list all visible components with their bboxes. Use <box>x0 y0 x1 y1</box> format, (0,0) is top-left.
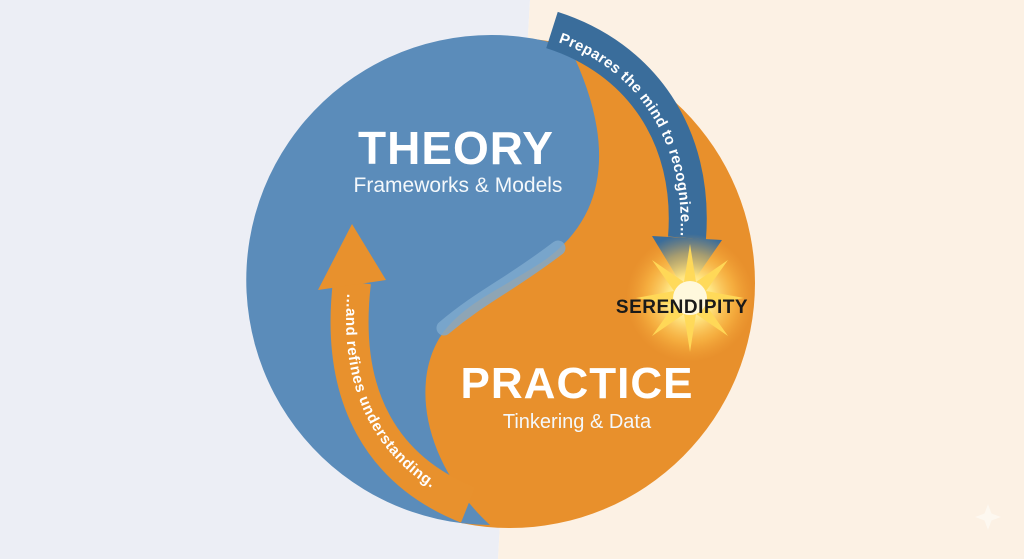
practice-title: PRACTICE <box>461 359 694 408</box>
arrow-to-serendipity-shaft <box>545 11 707 240</box>
burst-core <box>673 281 707 315</box>
practice-subtitle: Tinkering & Data <box>503 411 652 433</box>
logo-sparkle-icon <box>975 504 1001 530</box>
boundary-highlight <box>436 240 566 336</box>
arrow-to-theory-head <box>318 224 386 290</box>
theory-half <box>246 35 600 526</box>
serendipity-burst: SERENDIPITY <box>616 234 754 362</box>
theory-title: THEORY <box>358 122 554 174</box>
serendipity-label: SERENDIPITY <box>616 297 748 318</box>
arrow-to-theory-shaft <box>330 279 476 523</box>
theory-subtitle: Frameworks & Models <box>354 174 563 197</box>
